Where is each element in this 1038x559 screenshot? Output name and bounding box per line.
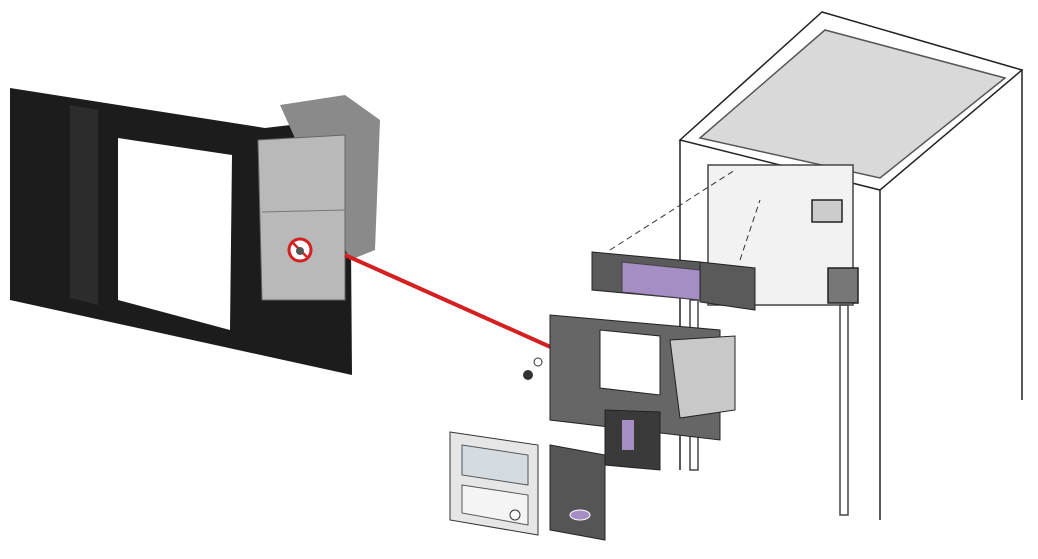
connector-line xyxy=(344,253,576,360)
drawer-divider xyxy=(261,209,346,213)
cover-logo-badge xyxy=(569,509,591,521)
cabinet-rail xyxy=(839,304,849,516)
guide-line xyxy=(739,199,761,261)
door-lock-icon xyxy=(509,509,521,521)
cabinet-drawing xyxy=(678,11,1024,520)
washer-icon xyxy=(533,357,543,367)
no-touch-warning-icon xyxy=(287,237,313,263)
metal-drawer-front xyxy=(257,134,346,301)
exploded-parts xyxy=(449,251,756,541)
drawer-box-part xyxy=(669,335,736,419)
purple-insert xyxy=(622,420,634,450)
door-window xyxy=(461,444,529,486)
screw-icon xyxy=(523,370,533,380)
side-bracket xyxy=(827,267,859,304)
guide-line xyxy=(609,169,736,251)
mounting-plate-photo xyxy=(10,88,380,375)
plate-window xyxy=(118,138,232,330)
plate-part-window xyxy=(599,329,661,396)
plate-side-strip xyxy=(70,105,98,305)
bar-end-bracket xyxy=(699,261,756,311)
front-cover xyxy=(549,444,606,541)
socket-block xyxy=(811,199,843,223)
